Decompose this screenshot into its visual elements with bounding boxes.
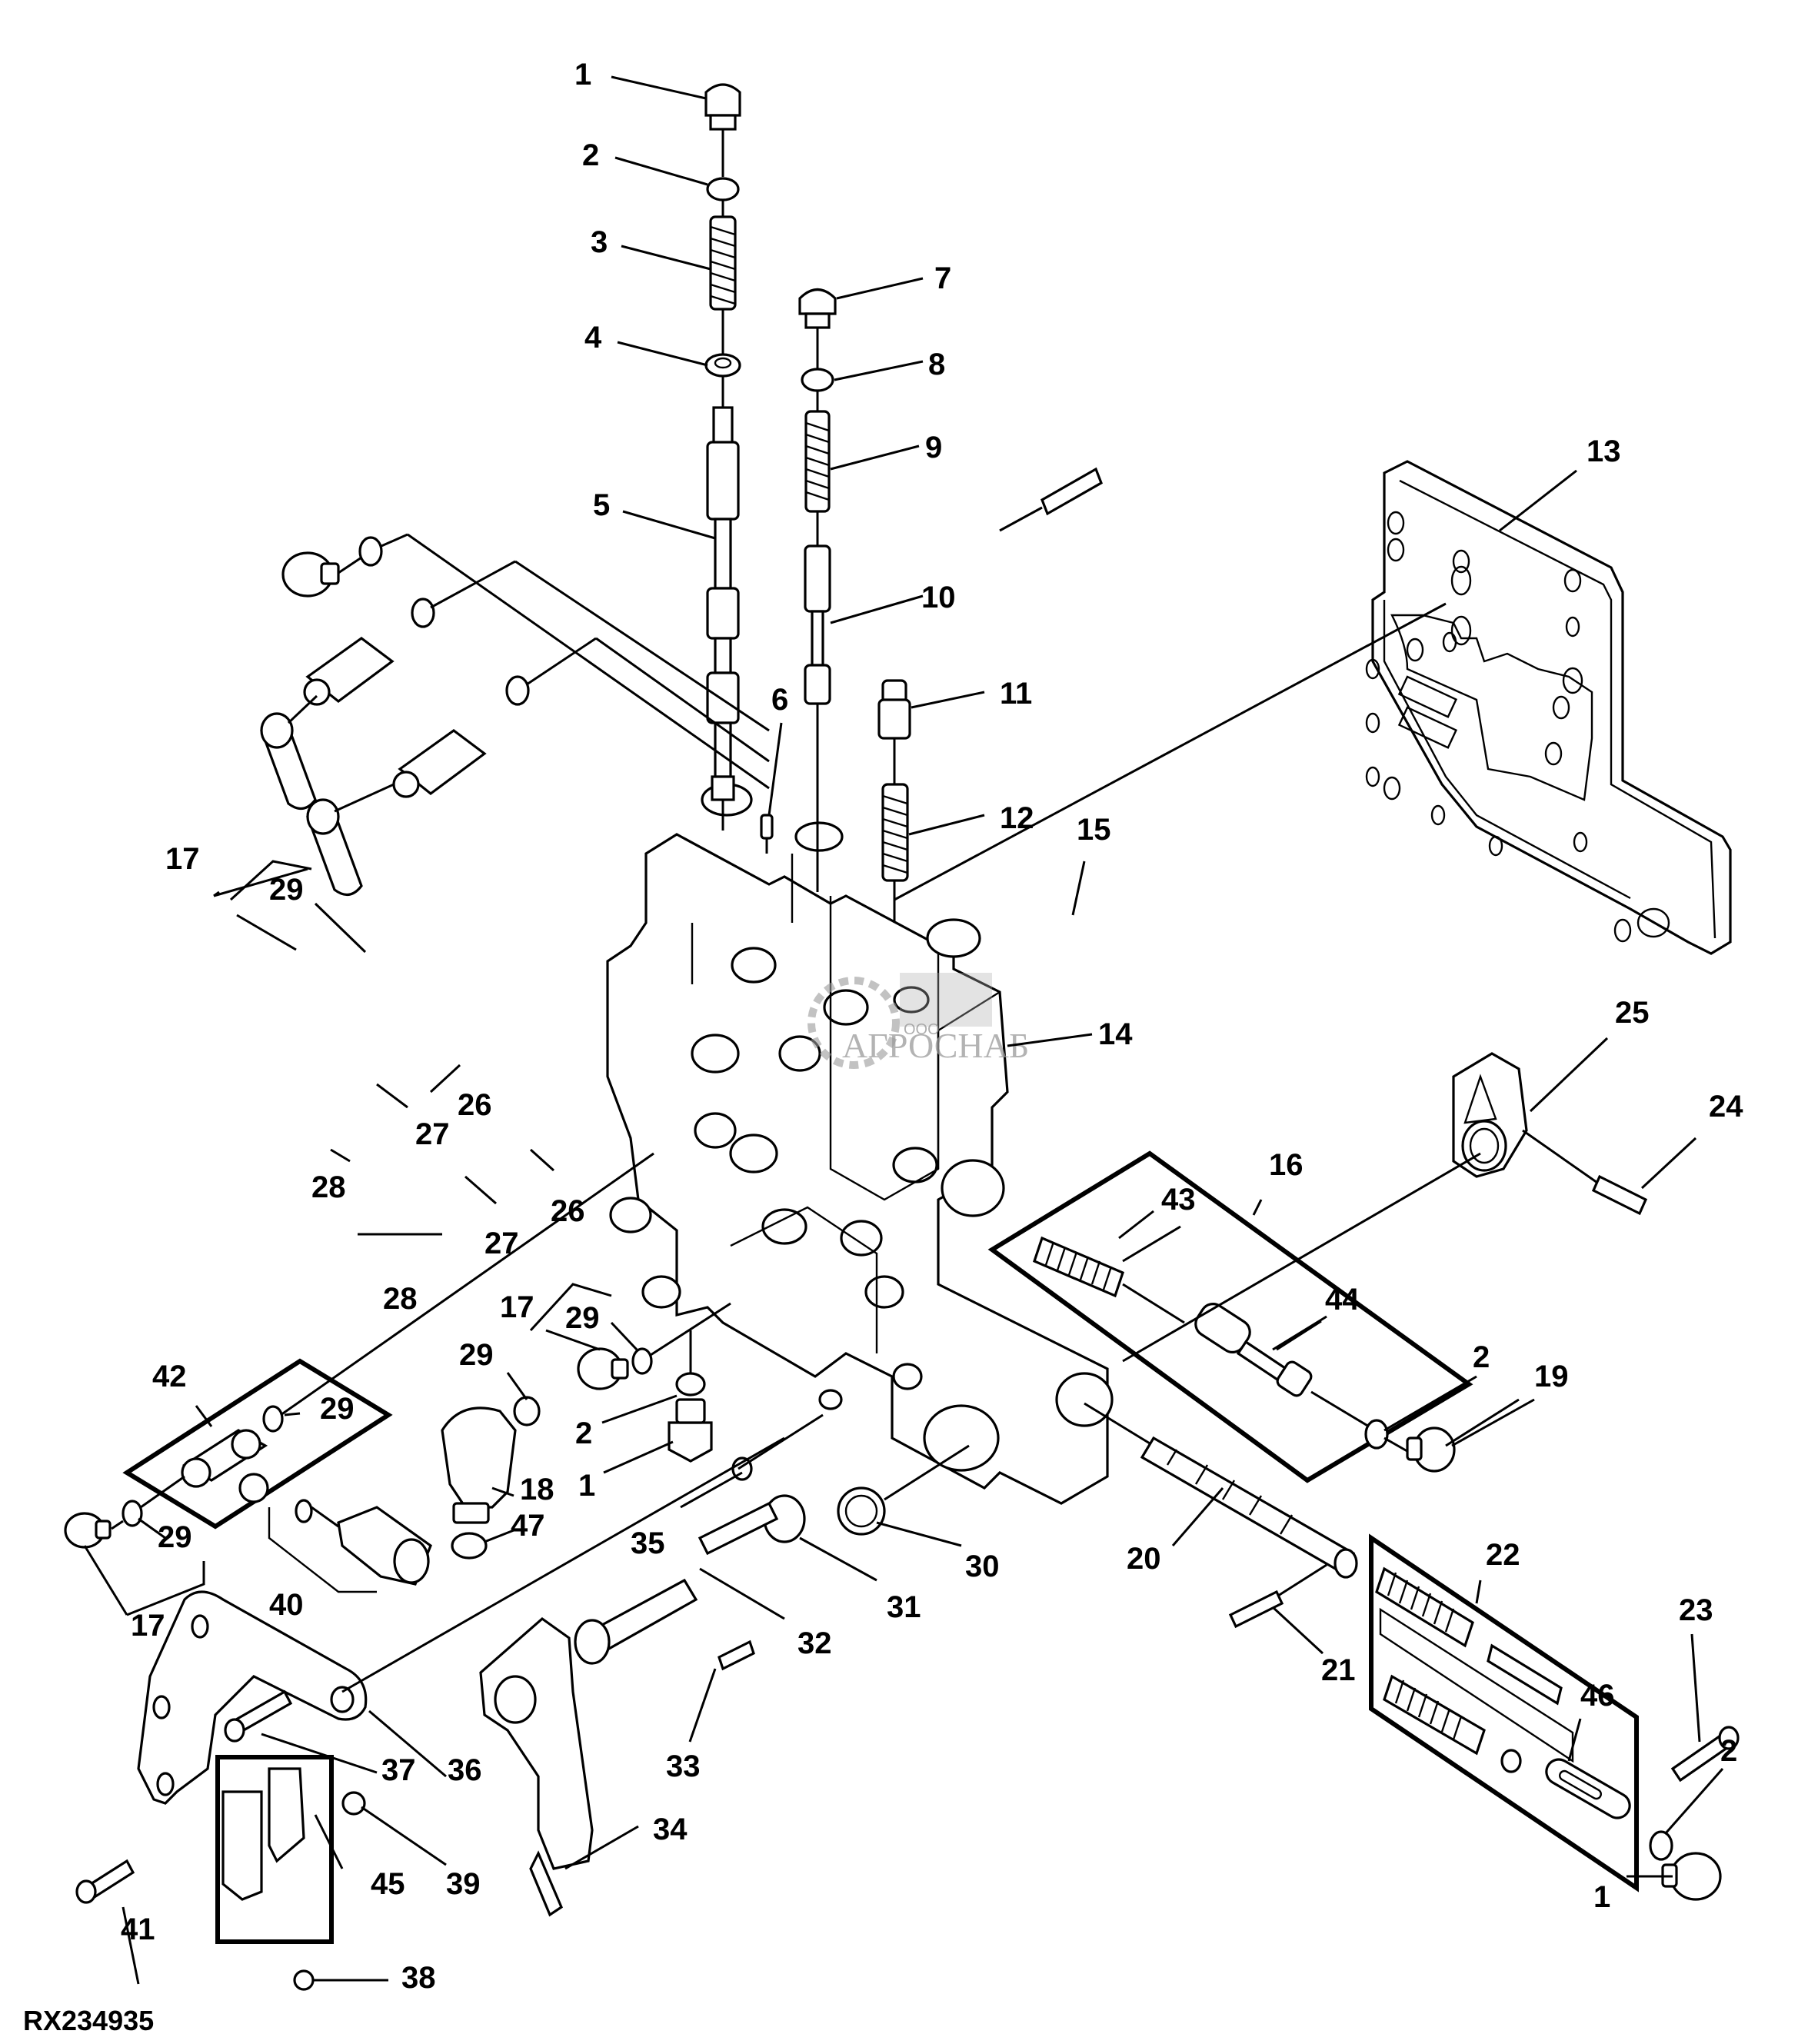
callout-16: 16: [1269, 1148, 1304, 1182]
callout-11: 11: [1000, 677, 1032, 711]
valve-11-12: [877, 467, 1103, 923]
callout-27: 27: [415, 1117, 450, 1151]
callout-44: 44: [1325, 1283, 1360, 1317]
spool-group-16: [987, 1150, 1473, 1483]
callout-17-c: 17: [131, 1609, 165, 1643]
callout-47: 47: [511, 1509, 545, 1543]
callout-10: 10: [921, 581, 956, 614]
callout-32: 32: [797, 1626, 832, 1660]
callout-2-c: 2: [1473, 1340, 1490, 1374]
watermark-brand: АГРОСНАБ: [842, 1026, 1029, 1065]
callout-43: 43: [1161, 1183, 1196, 1217]
callout-1-b: 1: [578, 1469, 595, 1503]
lever-25: [1122, 1052, 1648, 1363]
callout-7: 7: [934, 261, 951, 295]
callout-29-c: 29: [459, 1338, 494, 1372]
left-fittings: [260, 533, 770, 1560]
callout-22: 22: [1486, 1538, 1520, 1572]
callout-26: 26: [458, 1088, 492, 1122]
callout-41: 41: [121, 1913, 155, 1946]
callout-23: 23: [1679, 1593, 1713, 1627]
callout-18: 18: [520, 1473, 554, 1506]
callout-27-b: 27: [484, 1227, 519, 1260]
callout-45: 45: [371, 1867, 405, 1901]
valve-housing: [606, 783, 1114, 1505]
callout-28-b: 28: [383, 1282, 418, 1316]
callout-labels: 1 2 3 4 5 6 7 8 9 10 11 12 13 14 15 16 1…: [121, 58, 1743, 1995]
gasket-plate: [1365, 460, 1732, 955]
callout-12: 12: [1000, 801, 1034, 835]
callout-6: 6: [771, 683, 788, 717]
spring-9: [804, 410, 831, 513]
figure-reference-code: RX234935: [23, 2005, 154, 2036]
callout-29-e: 29: [158, 1520, 192, 1554]
callout-34: 34: [653, 1813, 688, 1846]
leader-lines: [83, 75, 1724, 1985]
callout-20: 20: [1127, 1542, 1161, 1576]
bracket-36: [75, 1436, 785, 1904]
callout-2: 2: [582, 138, 599, 172]
callout-28: 28: [311, 1170, 346, 1204]
watermark: ООО АГРОСНАБ: [807, 973, 1029, 1069]
callout-38: 38: [401, 1961, 436, 1995]
callout-25: 25: [1615, 996, 1650, 1030]
callout-35: 35: [631, 1526, 665, 1560]
callout-33: 33: [666, 1749, 701, 1783]
callout-39: 39: [446, 1867, 481, 1901]
spring-22-upper: [1375, 1566, 1474, 1648]
valve-stack-left: [704, 83, 774, 854]
callout-40: 40: [269, 1588, 304, 1622]
spring-3: [709, 215, 737, 311]
spring-22-lower: [1383, 1674, 1486, 1756]
callout-42: 42: [152, 1360, 187, 1393]
callout-15: 15: [1077, 813, 1111, 847]
callout-8: 8: [928, 348, 945, 381]
tee-fitting-group: [64, 1152, 654, 1593]
callout-31: 31: [887, 1590, 921, 1624]
callout-21: 21: [1321, 1653, 1356, 1687]
callout-46: 46: [1580, 1679, 1615, 1713]
callout-17-b: 17: [500, 1290, 534, 1324]
callout-24: 24: [1709, 1090, 1743, 1124]
spring-group-22: [1369, 1533, 1740, 1901]
callout-29-b: 29: [565, 1301, 600, 1335]
callout-29-d: 29: [320, 1392, 355, 1426]
callout-2-b: 2: [575, 1416, 592, 1450]
callout-2-d: 2: [1720, 1734, 1737, 1768]
valve-stack-right: [798, 288, 837, 892]
bracket-group-45: [215, 1755, 366, 1991]
spring-12: [881, 783, 909, 882]
watermark-prefix: ООО: [904, 1021, 940, 1038]
callout-19: 19: [1534, 1360, 1569, 1393]
callout-17: 17: [165, 842, 200, 876]
spool-20: [1084, 1402, 1358, 1629]
callout-36: 36: [448, 1753, 482, 1787]
callout-5: 5: [593, 488, 610, 522]
callout-1-c: 1: [1593, 1880, 1610, 1914]
lever-34: [479, 1616, 594, 1917]
callout-26-b: 26: [551, 1194, 585, 1228]
callout-37: 37: [381, 1753, 416, 1787]
callout-3: 3: [591, 225, 608, 259]
spring-43: [1033, 1236, 1124, 1298]
callout-29: 29: [269, 873, 304, 907]
callout-13: 13: [1587, 434, 1621, 468]
callout-30: 30: [965, 1550, 1000, 1583]
callout-4: 4: [584, 321, 602, 355]
callout-9: 9: [925, 431, 942, 464]
callout-14: 14: [1098, 1017, 1133, 1051]
callout-1: 1: [574, 58, 591, 92]
